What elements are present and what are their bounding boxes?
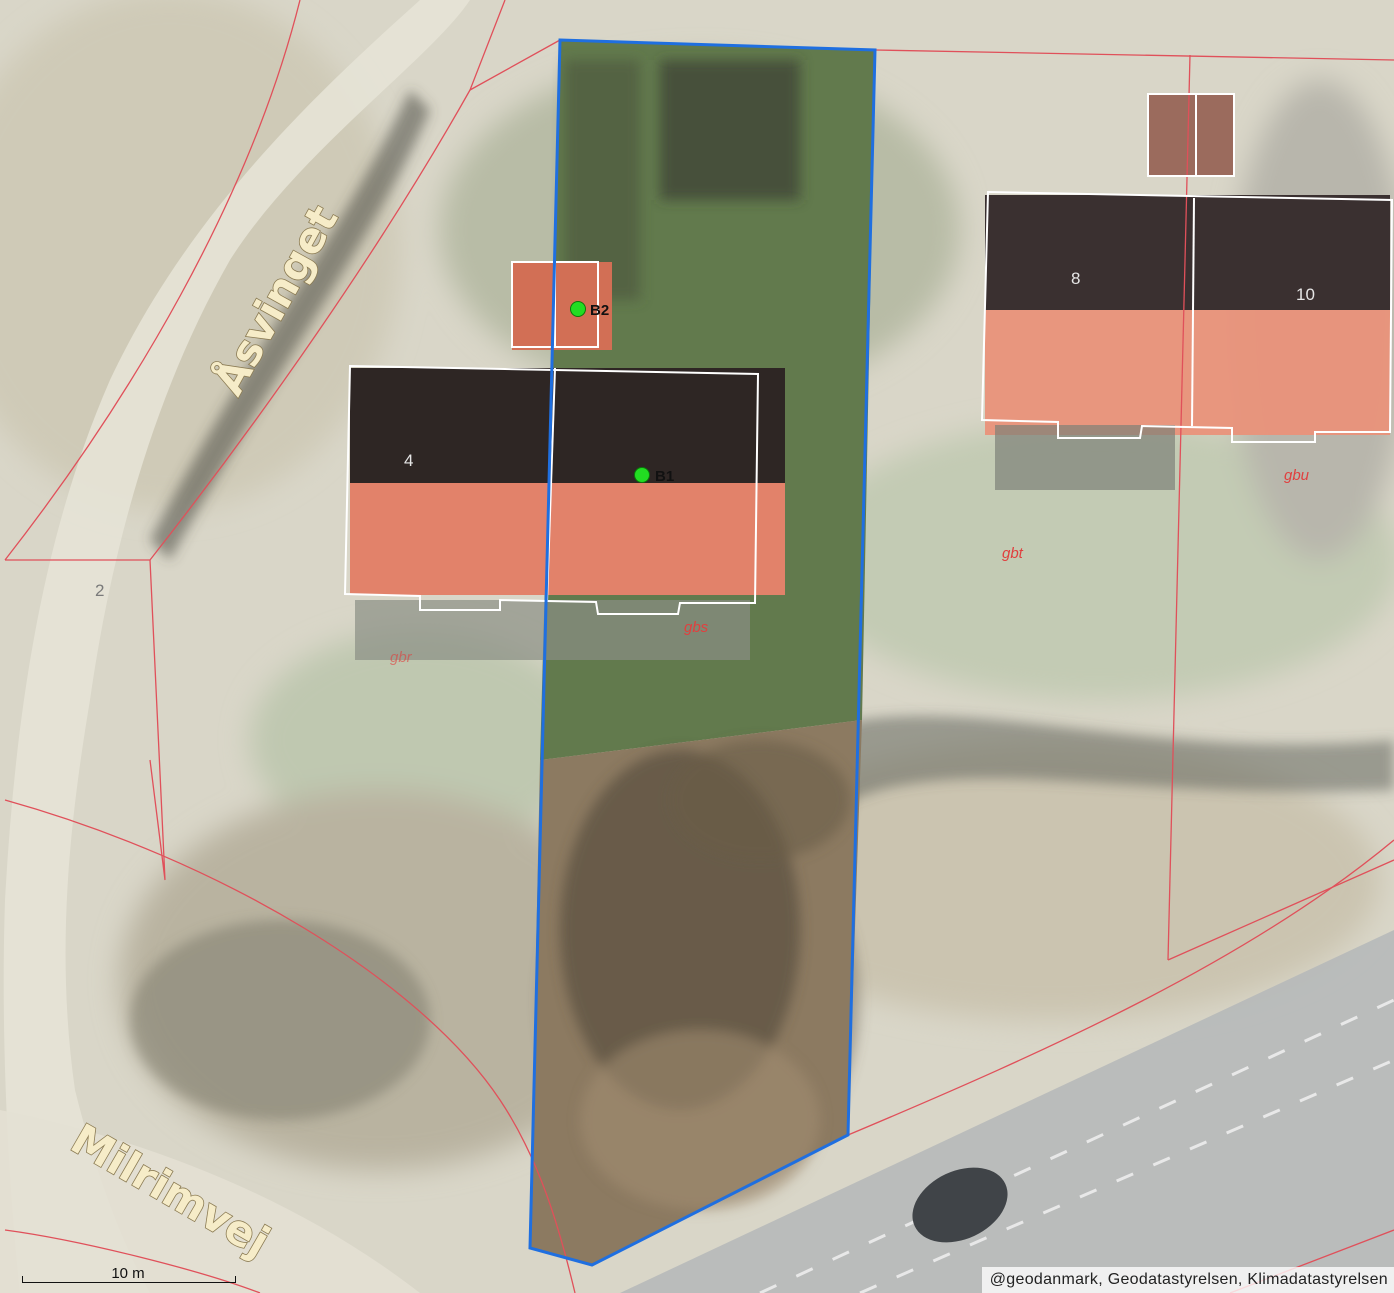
road-southeast	[620, 930, 1394, 1293]
car	[912, 1167, 1008, 1243]
building-marker-b2[interactable]: B2	[570, 301, 610, 320]
building-label-b1: B1	[655, 468, 674, 485]
attribution: @geodanmark, Geodatastyrelsen, Klimadata…	[981, 1267, 1394, 1293]
scale-bar-line	[22, 1276, 236, 1283]
building-label-b2: B2	[590, 302, 609, 319]
building-outlines	[343, 93, 1394, 615]
road-lane-dashes	[859, 1058, 1394, 1293]
building-marker-b1[interactable]: B1	[634, 467, 675, 486]
road-milrimvej	[0, 1110, 420, 1293]
house-number-2: 2	[95, 581, 104, 600]
house-8-10	[985, 95, 1390, 490]
house-number-4: 4	[404, 451, 413, 470]
land-code-gbt: gbt	[1002, 545, 1024, 562]
selected-parcel-outline[interactable]	[528, 38, 877, 1267]
house-number-10: 10	[1296, 285, 1315, 304]
scale-label: 10 m	[111, 1265, 145, 1282]
land-code-gbr: gbr	[390, 649, 413, 666]
scale-bar: 10 m	[22, 1265, 236, 1285]
land-code-gbs: gbs	[684, 619, 709, 636]
house-number-8: 8	[1071, 269, 1080, 288]
house-4	[350, 262, 785, 660]
land-code-gbu: gbu	[1284, 467, 1310, 484]
parcel-boundaries	[4, 0, 1394, 1293]
